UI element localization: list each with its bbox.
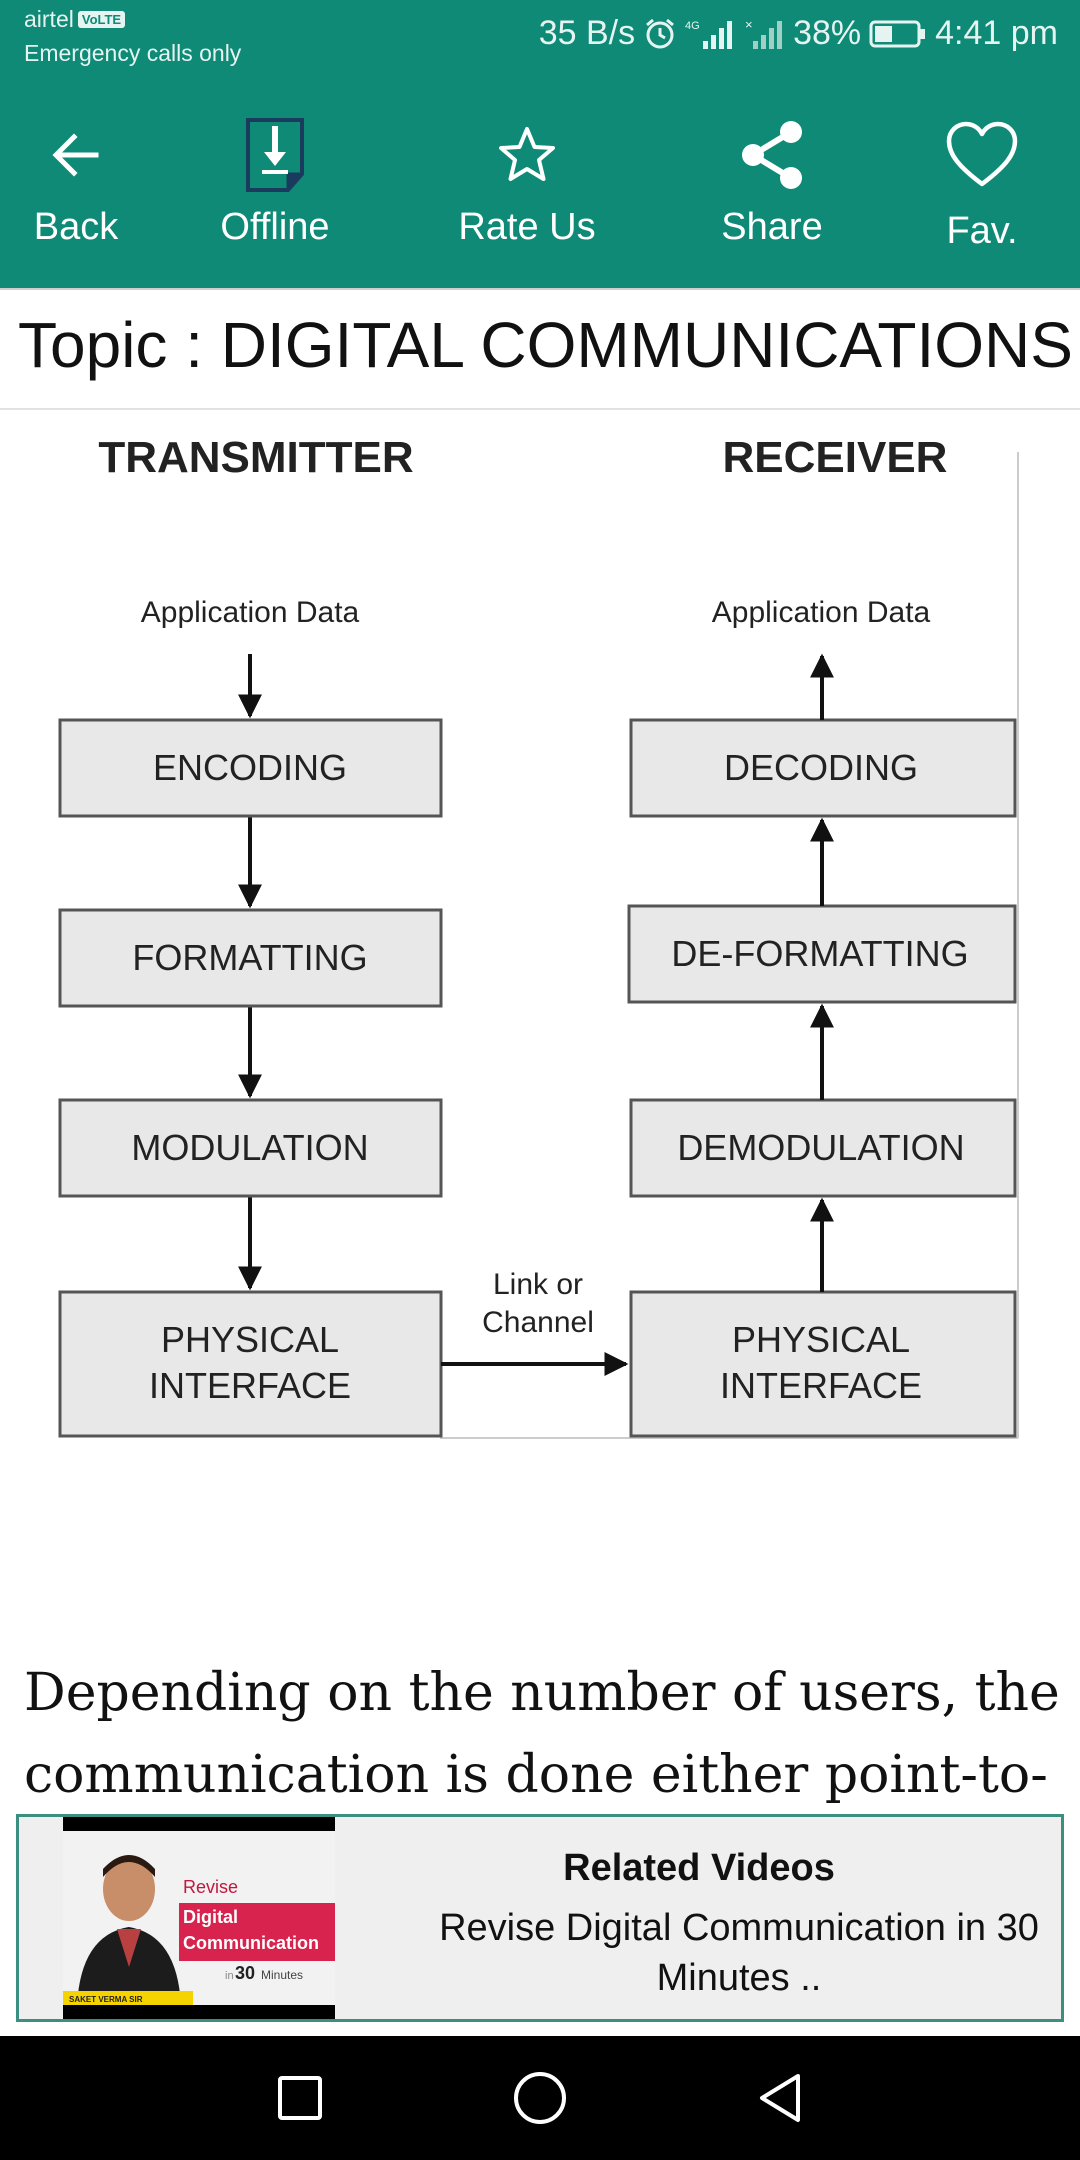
- related-videos-title: Related Videos: [563, 1847, 835, 1889]
- back-triangle-icon: [760, 2074, 800, 2122]
- status-icons: 35 B/s 4G × 38% 4:41 pm: [539, 14, 1058, 53]
- transmitter-title: TRANSMITTER: [98, 433, 413, 482]
- encoding-label: ENCODING: [153, 747, 347, 788]
- decoding-block: [629, 718, 1017, 818]
- rate-us-label: Rate Us: [458, 206, 596, 248]
- tx-physical-interface-block: [58, 1290, 443, 1438]
- encoding-block: [58, 718, 443, 818]
- de-formatting-label: DE-FORMATTING: [671, 933, 968, 974]
- de-formatting-block: [627, 904, 1017, 1004]
- related-videos-card[interactable]: Revise Digital Communication in 30 Minut…: [16, 1814, 1064, 2022]
- thumb-prefix: in: [225, 1970, 234, 1982]
- heart-icon: [946, 121, 1018, 187]
- demodulation-label: DEMODULATION: [677, 1127, 964, 1168]
- alarm-icon: [646, 18, 675, 48]
- rx-physical-line1: PHYSICAL: [732, 1319, 910, 1360]
- rx-application-data: Application Data: [712, 596, 931, 629]
- related-video-description[interactable]: Revise Digital Communication in 30 Minut…: [439, 1907, 1039, 1999]
- svg-text:×: ×: [745, 17, 753, 32]
- recent-apps-button[interactable]: [260, 2058, 340, 2138]
- formatting-label: FORMATTING: [132, 937, 367, 978]
- thumb-line2: Digital: [183, 1907, 238, 1927]
- tx-physical-line1: PHYSICAL: [161, 1319, 339, 1360]
- rate-us-button[interactable]: Rate Us: [427, 114, 627, 264]
- system-nav-bar: [0, 2036, 1080, 2160]
- home-button[interactable]: [500, 2058, 580, 2138]
- share-button[interactable]: Share: [672, 114, 872, 264]
- formatting-block: [58, 908, 443, 1008]
- decoding-label: DECODING: [724, 747, 918, 788]
- thumb-number: 30: [235, 1963, 255, 1983]
- clock-time: 4:41 pm: [935, 14, 1058, 52]
- svg-text:4G: 4G: [685, 20, 700, 32]
- share-label: Share: [721, 206, 823, 248]
- back-button[interactable]: Back: [0, 114, 176, 264]
- modulation-block: [58, 1098, 443, 1198]
- favorite-button[interactable]: Fav.: [882, 114, 1080, 264]
- back-label: Back: [33, 206, 119, 248]
- thumb-line1: Revise: [183, 1877, 238, 1897]
- share-icon: [742, 121, 802, 189]
- tx-physical-line2: INTERFACE: [149, 1365, 351, 1406]
- tx-application-data: Application Data: [141, 596, 360, 629]
- video-thumbnail[interactable]: Revise Digital Communication in 30 Minut…: [63, 1817, 335, 2019]
- communication-diagram: TRANSMITTER RECEIVER Application Data Ap…: [0, 412, 1080, 1472]
- offline-label: Offline: [220, 206, 330, 248]
- block-diagram: TRANSMITTER RECEIVER Application Data Ap…: [58, 433, 1019, 1439]
- demodulation-block: [629, 1098, 1017, 1198]
- receiver-title: RECEIVER: [723, 433, 948, 482]
- recent-apps-icon: [278, 2076, 322, 2120]
- article-body-text: Depending on the number of users, the co…: [24, 1663, 1060, 1805]
- rx-physical-line2: INTERFACE: [720, 1365, 922, 1406]
- rx-physical-interface-block: [629, 1290, 1017, 1438]
- offline-button[interactable]: Offline: [175, 114, 375, 264]
- emergency-text: Emergency calls only: [24, 40, 242, 66]
- carrier-label: airtel: [24, 6, 74, 32]
- star-icon: [499, 127, 555, 181]
- topic-title: Topic : DIGITAL COMMUNICATIONS: [18, 309, 1073, 381]
- nav-back-button[interactable]: [740, 2058, 820, 2138]
- home-icon: [514, 2072, 566, 2124]
- modulation-label: MODULATION: [131, 1127, 368, 1168]
- back-arrow-icon: [52, 133, 99, 177]
- net-speed: 35 B/s: [538, 14, 636, 52]
- thumb-line3: Communication: [183, 1933, 319, 1953]
- topic-header: Topic : DIGITAL COMMUNICATIONS: [0, 288, 1080, 410]
- action-toolbar: Back Offline Rate Us: [0, 72, 1080, 288]
- battery-percent: 38%: [793, 14, 862, 52]
- link-label-line2: Channel: [482, 1306, 594, 1339]
- thumb-suffix: Minutes: [261, 1968, 303, 1982]
- download-file-icon: [246, 118, 304, 192]
- favorite-label: Fav.: [946, 210, 1018, 252]
- volte-badge: VoLTE: [77, 11, 126, 28]
- signal-4g-icon: 4G: [685, 20, 733, 49]
- signal-no-sim-icon: ×: [745, 17, 783, 49]
- battery-icon: [869, 20, 926, 47]
- thumb-presenter: SAKET VERMA SIR: [69, 1995, 143, 2004]
- link-label-line1: Link or: [493, 1268, 583, 1301]
